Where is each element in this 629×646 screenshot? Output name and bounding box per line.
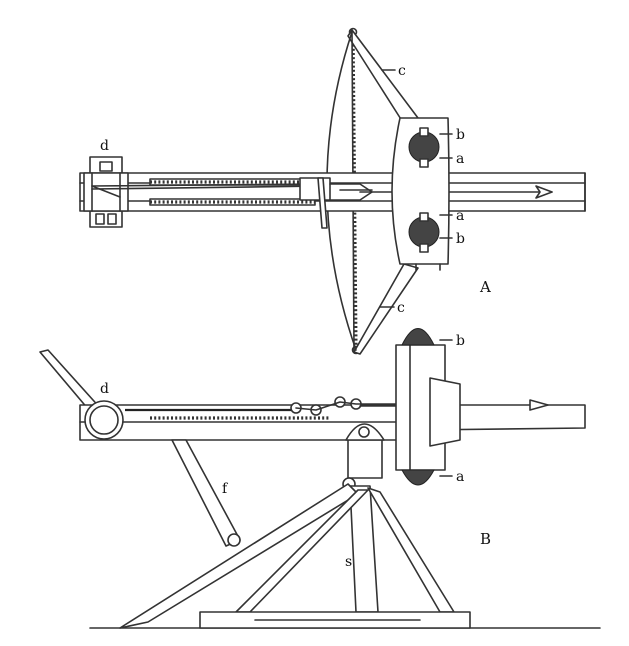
- top-view: c b a a b c d A: [79, 27, 586, 355]
- label-d-side: d: [100, 381, 109, 397]
- windlass-cap-bottom: [89, 210, 123, 228]
- skein-washer-upper-bottom: [419, 158, 429, 168]
- windlass-slot-top: [99, 161, 113, 172]
- skein-washer-lower-top: [419, 212, 429, 222]
- support-strut: [171, 439, 241, 547]
- skein-washer-upper-top: [419, 127, 429, 137]
- strut-hinge: [227, 533, 241, 547]
- windlass-drum-inner: [89, 405, 119, 435]
- bow-arm-upper: [347, 29, 419, 125]
- trigger-lever: [317, 177, 328, 229]
- label-b-top: b: [456, 127, 465, 143]
- label-c-top: c: [398, 63, 406, 79]
- label-c-bottom: c: [397, 300, 405, 316]
- stand-leg-rear: [367, 487, 455, 613]
- bow-arm-lower: [353, 263, 419, 355]
- stand-leg-front: [119, 483, 359, 629]
- bow-string: [351, 31, 358, 351]
- claw-block: [299, 177, 331, 201]
- label-a-bottom: a: [456, 208, 464, 224]
- label-view-b: B: [480, 530, 491, 548]
- pivot-crown: [345, 423, 385, 441]
- cord-1: [91, 183, 326, 187]
- skein-cap-top: [401, 328, 435, 346]
- skein-cap-bottom: [401, 469, 435, 486]
- claw-chain: [295, 401, 401, 411]
- windlass-slot-b1: [95, 213, 105, 225]
- label-b-side: b: [456, 333, 465, 349]
- label-view-a: A: [479, 278, 491, 296]
- pivot-block: [347, 439, 383, 479]
- label-s: s: [345, 554, 352, 570]
- windlass-slot-b2: [107, 213, 117, 225]
- label-f: f: [222, 481, 229, 497]
- skein-washer-lower-bottom: [419, 243, 429, 253]
- pivot-bolt: [358, 426, 370, 438]
- side-view: b a d f s B: [39, 328, 601, 629]
- label-d-top: d: [100, 138, 109, 154]
- label-b-bottom: b: [456, 231, 465, 247]
- label-a-top: a: [456, 151, 464, 167]
- cord-cross: [91, 185, 121, 198]
- bolt-head: [535, 185, 553, 199]
- cord-2: [91, 185, 326, 190]
- bow-frame-side-bulge: [429, 377, 461, 447]
- bolt-side-head: [529, 399, 549, 411]
- label-a-side: a: [456, 469, 464, 485]
